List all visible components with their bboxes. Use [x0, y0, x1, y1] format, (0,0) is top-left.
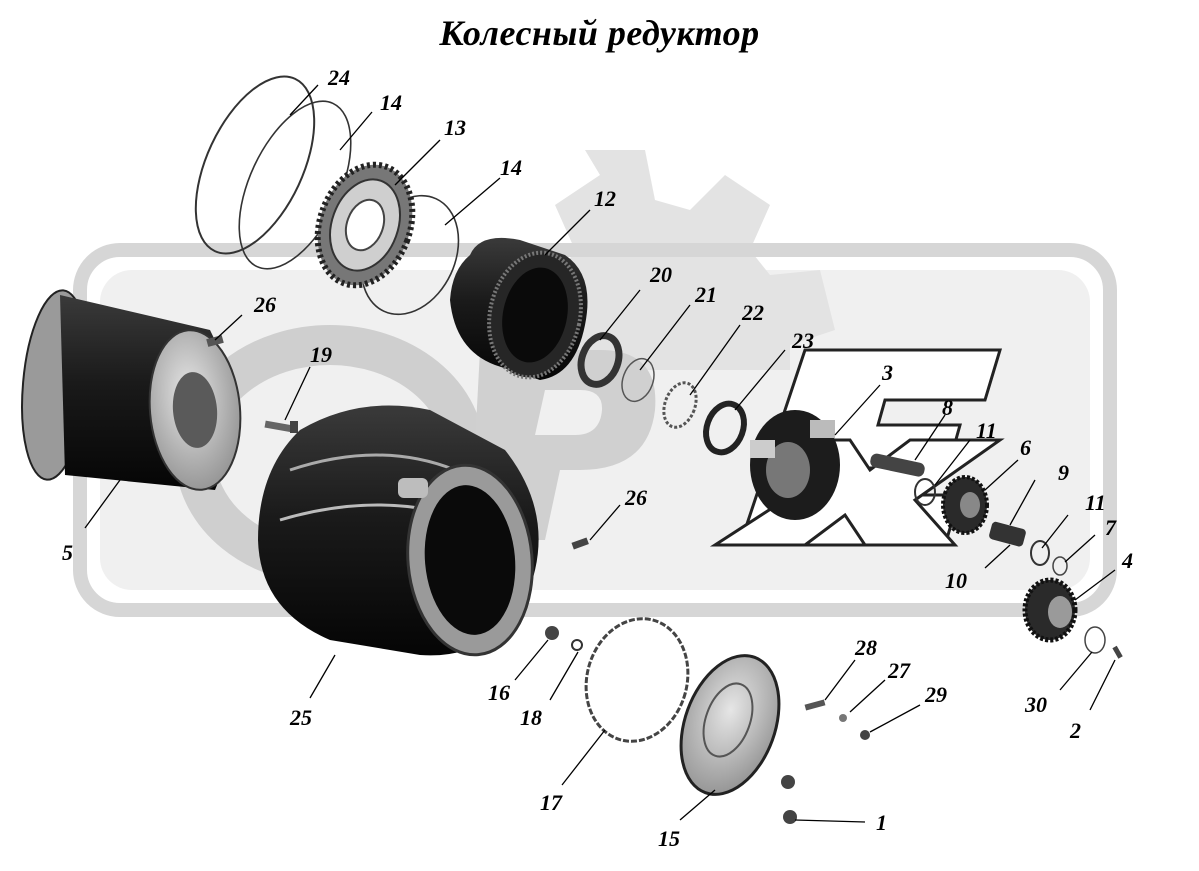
callout-19: 19 [310, 342, 332, 367]
part-26-bolt-2 [571, 537, 589, 550]
callout-3: 3 [881, 360, 893, 385]
callout-21: 21 [694, 282, 717, 307]
part-12-ring-gear [450, 237, 588, 380]
callout-11: 11 [976, 418, 997, 443]
part-5-hub [21, 289, 242, 491]
callout-22: 22 [741, 300, 764, 325]
callout-labels: 24 14 13 14 12 26 19 20 21 22 23 3 8 11 … [62, 65, 1133, 851]
callout-16: 16 [488, 680, 510, 705]
part-18-washer [571, 639, 583, 651]
part-11-circlip-2 [1030, 540, 1050, 566]
part-26-bolt [206, 335, 224, 347]
part-16-nut [545, 626, 559, 640]
callout-26-b: 26 [624, 485, 647, 510]
diagram-title: Колесный редуктор [439, 13, 760, 53]
part-29-nut [860, 730, 870, 740]
part-30-o-ring [1084, 626, 1106, 654]
callout-27: 27 [887, 658, 911, 683]
part-23-washer [703, 400, 747, 456]
part-13-sun-gear [314, 161, 416, 289]
callout-1: 1 [876, 810, 887, 835]
callout-15: 15 [658, 826, 680, 851]
part-17-gasket [584, 617, 690, 743]
callout-8: 8 [942, 395, 953, 420]
callout-13: 13 [444, 115, 466, 140]
part-1-nut-2 [783, 810, 797, 824]
part-28-stud [804, 699, 826, 711]
part-24-ring [194, 75, 316, 255]
part-2-screw [1112, 645, 1123, 659]
callout-6: 6 [1020, 435, 1031, 460]
callout-7: 7 [1105, 515, 1117, 540]
part-1-nut [781, 775, 795, 789]
part-22-lock-washer [662, 381, 698, 429]
callout-29: 29 [924, 682, 947, 707]
part-8-pin [870, 453, 925, 477]
callout-14-b: 14 [500, 155, 522, 180]
part-27-washer [839, 714, 847, 722]
callout-11-b: 11 [1085, 490, 1106, 515]
part-19-bolt [264, 420, 298, 433]
part-6-planet-gear [941, 475, 989, 535]
part-10-needle-bearing [989, 521, 1026, 547]
part-11-circlip [914, 478, 936, 506]
callout-5: 5 [62, 540, 73, 565]
part-15-cover [679, 654, 781, 796]
callout-10: 10 [945, 568, 967, 593]
callout-17: 17 [540, 790, 563, 815]
leader-lines [84, 84, 1116, 823]
callout-25: 25 [289, 705, 312, 730]
part-20-washer [577, 332, 623, 388]
callout-30: 30 [1024, 692, 1047, 717]
part-21-ring [621, 357, 655, 403]
callout-20: 20 [649, 262, 672, 287]
callout-2: 2 [1069, 718, 1081, 743]
callout-23: 23 [791, 328, 814, 353]
part-3-planet-carrier [750, 410, 840, 520]
callout-18: 18 [520, 705, 542, 730]
callout-4: 4 [1121, 548, 1133, 573]
callout-28: 28 [854, 635, 877, 660]
part-25-brake-drum [258, 405, 539, 657]
callout-26: 26 [253, 292, 276, 317]
callout-24: 24 [327, 65, 350, 90]
part-7-ring [1052, 556, 1068, 576]
callout-14: 14 [380, 90, 402, 115]
callout-9: 9 [1058, 460, 1069, 485]
part-4-gear [1022, 577, 1078, 643]
callout-12: 12 [594, 186, 616, 211]
